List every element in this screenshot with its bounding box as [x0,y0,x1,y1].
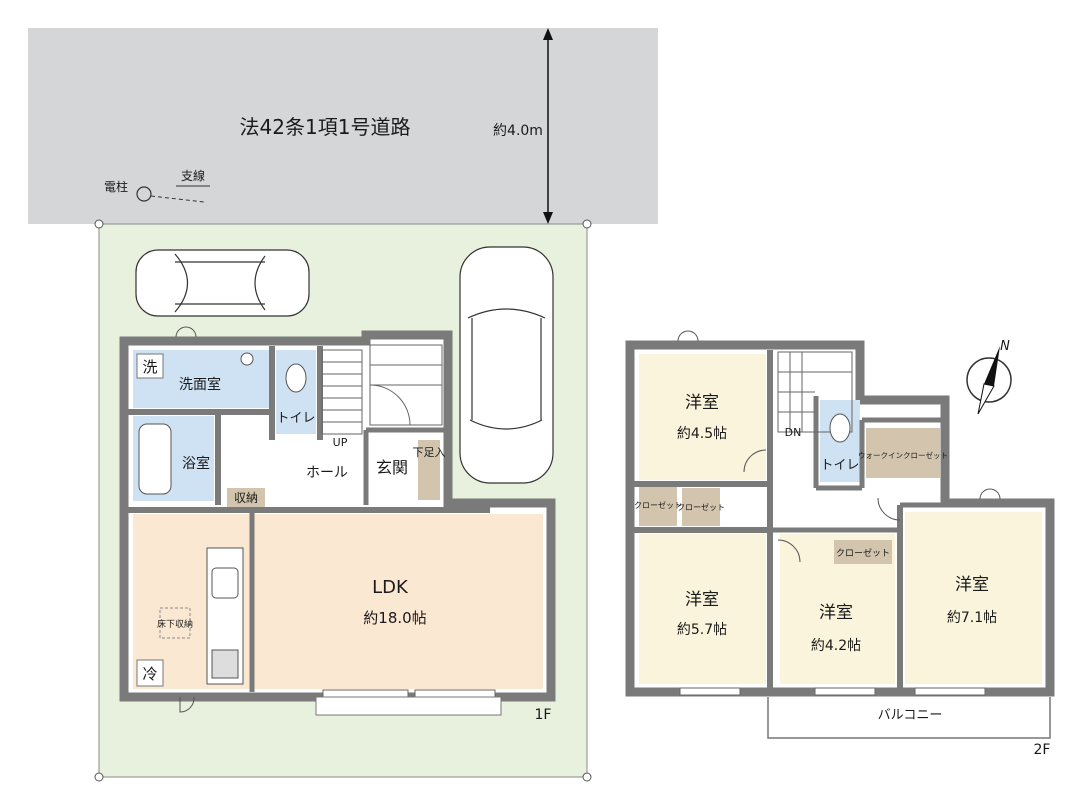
road-area [28,28,658,224]
north-compass-icon [966,346,1012,415]
bedroom-3-label: 洋室 [819,603,853,623]
bedroom-4-size: 約7.1帖 [947,610,997,626]
site-corner-marker [582,772,592,782]
window-icon [322,689,409,698]
arrow-head-bottom-icon [543,212,553,224]
arrow-head-top-icon [543,28,553,40]
bedroom-1-size: 約4.5帖 [677,426,727,442]
closet-1-label: クローゼット [634,500,682,510]
bedroom-2-label: 洋室 [685,590,719,610]
site-corner-marker [94,219,104,229]
door-swing-icon [979,488,1001,500]
washroom-label: 洗面室 [179,376,221,393]
door-swing-icon [175,326,197,338]
window-icon [814,687,876,696]
stove-icon [211,649,239,679]
floor2-label: 2F [1034,742,1051,758]
wash-mark-box [136,353,164,379]
ldk-label: LDK [372,577,409,598]
underfloor-label: 床下収納 [157,618,193,630]
parked-car-icon [459,246,554,484]
toilet-label-1f: トイレ [276,411,315,426]
parked-car-icon [135,249,310,317]
underfloor-storage [159,607,191,639]
closet-2 [682,488,720,526]
bedroom-4 [905,512,1042,684]
hall-label: ホール [306,465,348,481]
door-swing-icon [179,696,195,713]
closet-3-label: クローゼット [836,547,890,559]
site-corner-marker [94,772,104,782]
sink-icon [240,352,254,366]
guy-wire-icon [150,195,205,203]
utility-pole-label: 電柱 [104,179,128,194]
north-label: N [1000,339,1010,354]
walk-in-closet [866,428,940,478]
walk-in-closet-label: ウォークインクローゼット [858,450,948,460]
floor2-building [625,330,1055,739]
bathtub-icon [138,423,172,495]
fridge-mark: 冷 [142,665,157,683]
entrance-label: 玄関 [376,458,408,477]
storage-label: 収納 [234,491,258,505]
closet-2-label: クローゼット [677,502,725,512]
bedroom-2-size: 約5.7帖 [677,622,727,638]
bedroom-1 [639,354,766,480]
toilet-icon [285,363,307,393]
closet-3 [834,540,892,564]
storage-closet [227,488,265,508]
deck [315,696,502,716]
wash-mark: 洗 [142,358,157,376]
floor1-building [119,326,556,716]
ldk-size: 約18.0帖 [363,609,426,627]
floor1-label: 1F [535,707,552,723]
utility-pole-icon [136,186,152,202]
bathroom-label: 浴室 [182,455,210,472]
window-icon [914,687,986,696]
door-swing-icon [743,449,767,473]
door-swing-icon [677,330,699,342]
shoe-storage-label: 下足入 [413,446,446,459]
bedroom-1-label: 洋室 [685,393,719,413]
bedroom-3-size: 約4.2帖 [811,638,861,654]
site-corner-marker [582,219,592,229]
up-label: UP [333,436,348,449]
fridge-box [136,659,164,687]
balcony [767,697,1051,739]
shoe-storage [418,440,440,500]
ldk-room [133,514,543,689]
down-label: DN [785,426,802,439]
door-swing-icon [877,497,901,521]
bedroom-2 [639,534,766,684]
toilet-icon [829,413,851,443]
balcony-label: バルコニー [878,708,943,723]
road-label: 法42条1項1号道路 [240,115,411,139]
door-swing-icon [777,539,801,563]
window-icon [414,689,496,698]
window-icon [679,687,741,696]
closet-1 [639,484,677,526]
guy-wire-label: 支線 [181,168,205,183]
kitchen-sink-icon [211,567,239,599]
road-width: 約4.0m [493,123,543,139]
toilet-label-2f: トイレ [820,458,859,473]
bedroom-4-label: 洋室 [955,575,989,595]
